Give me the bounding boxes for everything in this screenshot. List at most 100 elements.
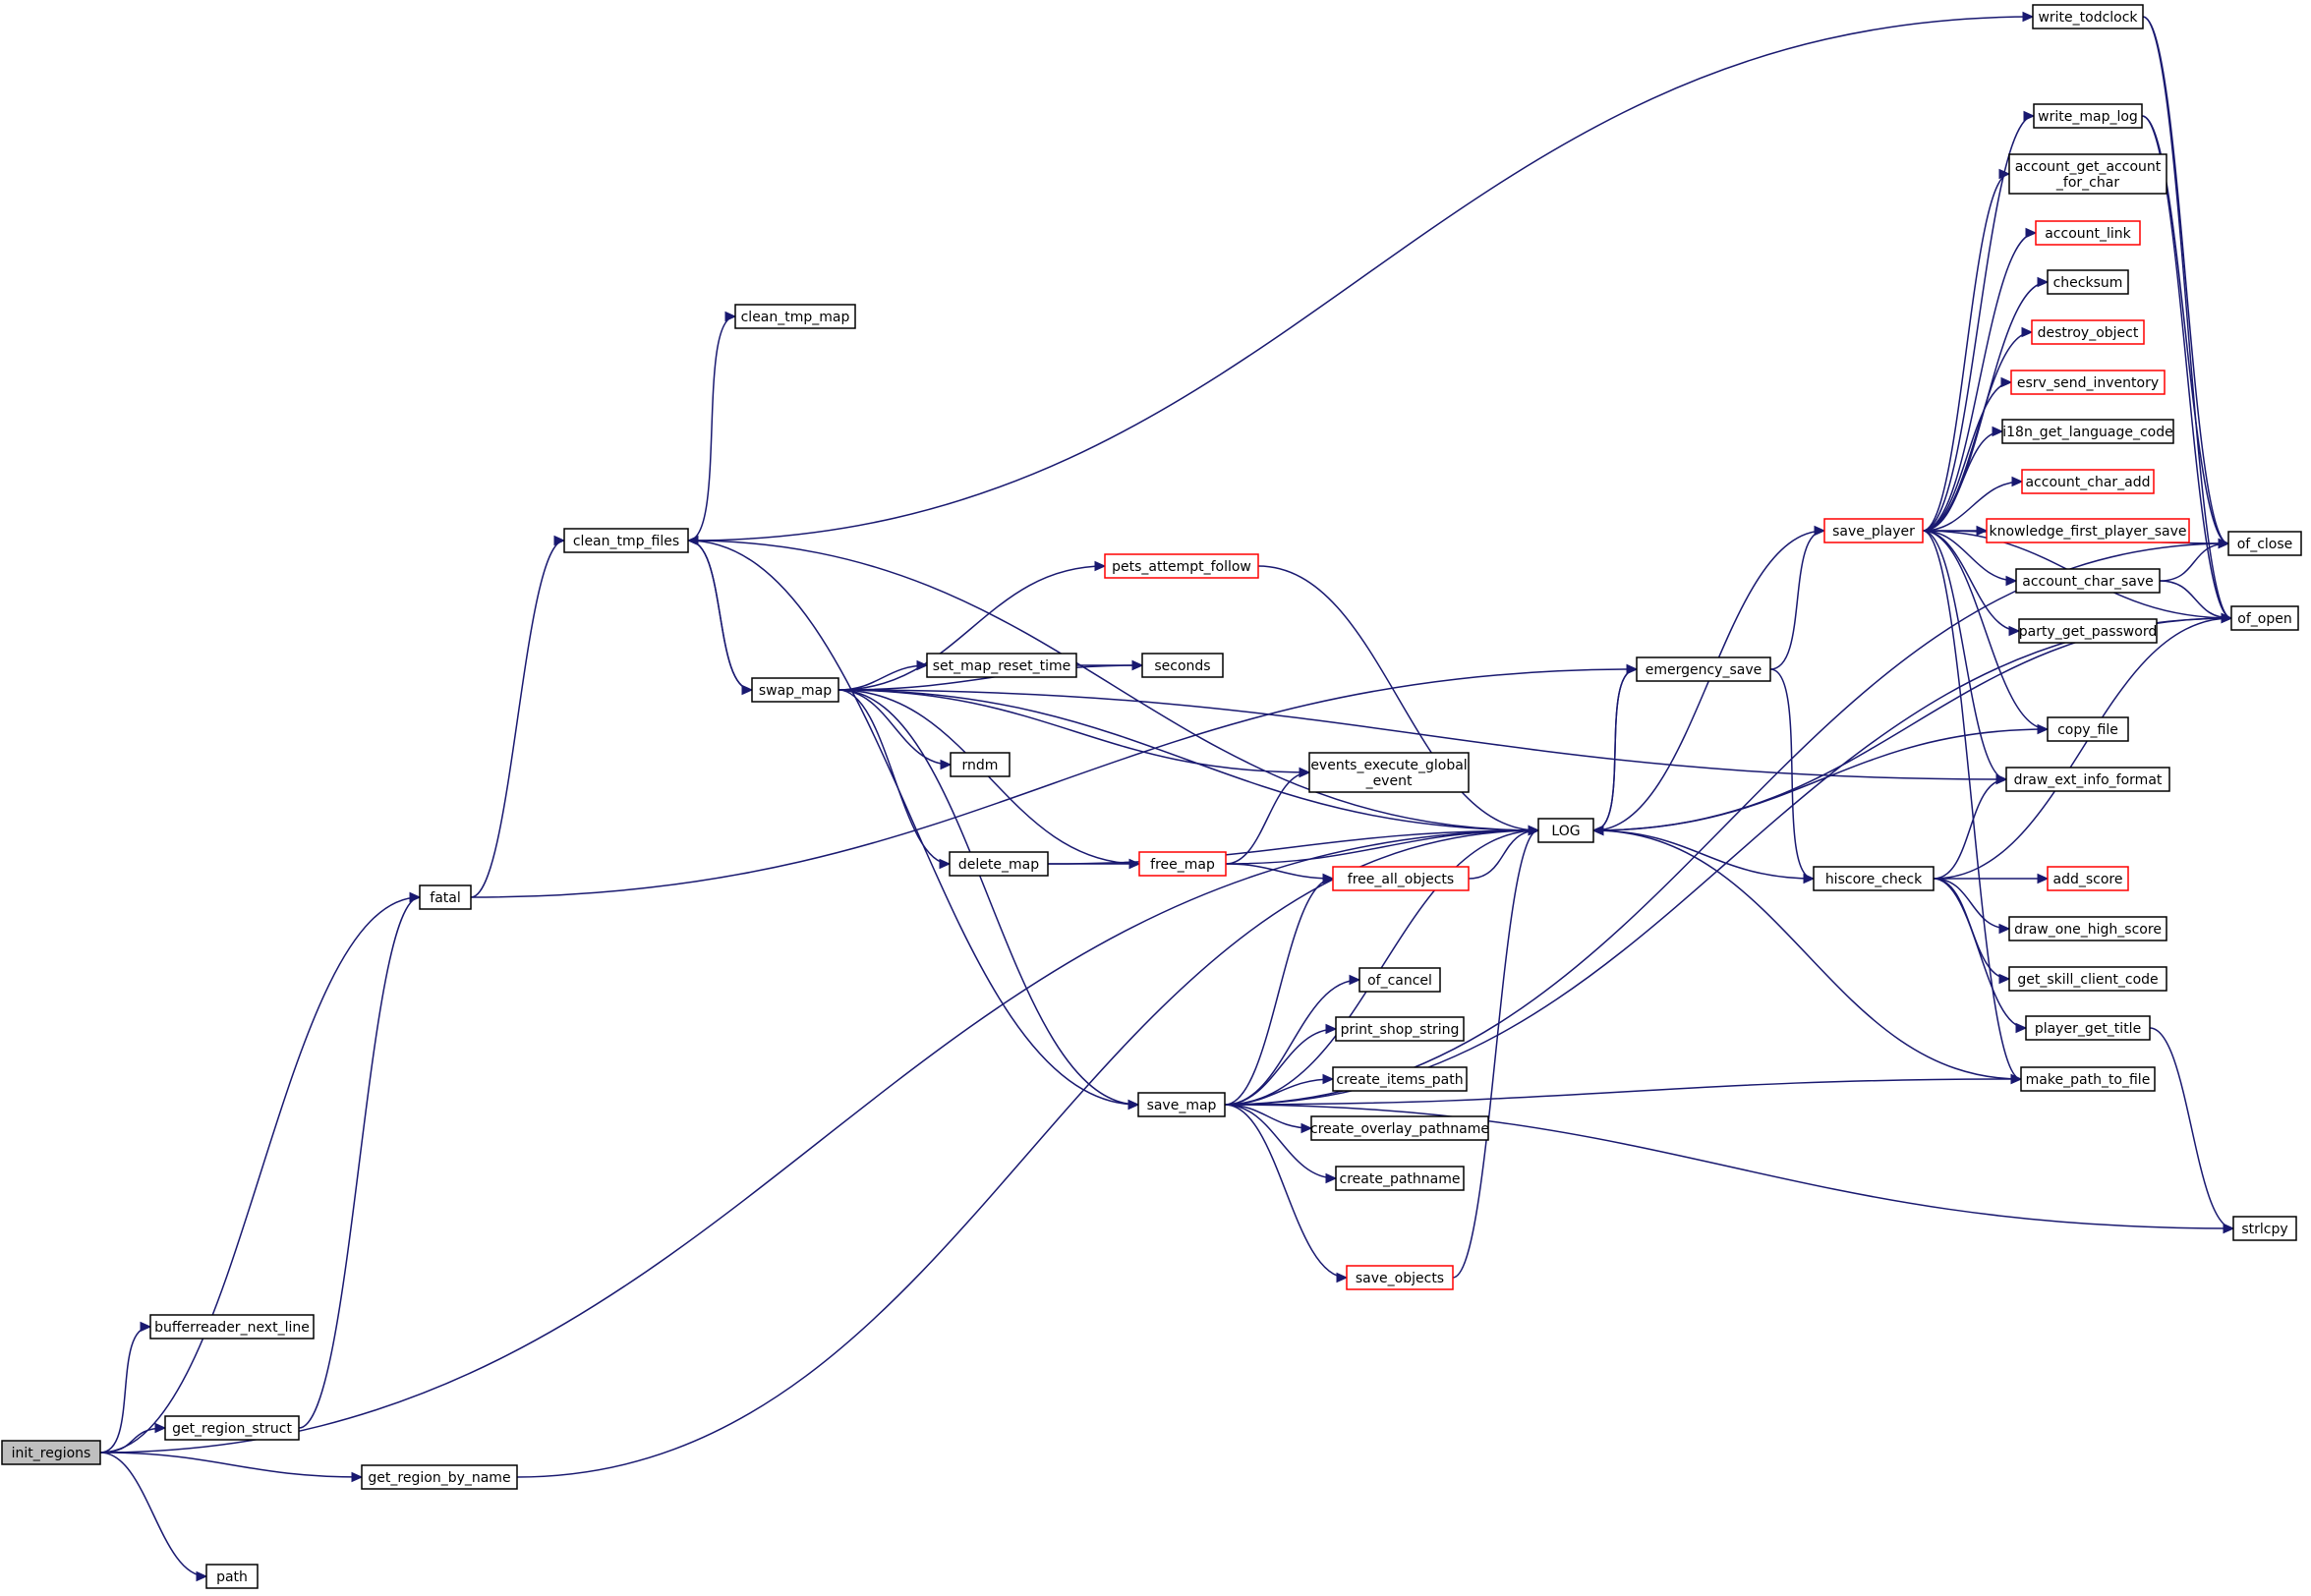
node-bufferreader-next-line[interactable]: bufferreader_next_line — [149, 1314, 315, 1340]
node-path[interactable]: path — [205, 1564, 259, 1589]
node-hiscore-check[interactable]: hiscore_check — [1813, 866, 1935, 891]
arrowhead-icon — [1127, 1099, 1140, 1111]
node-label: write_todclock — [2038, 10, 2138, 26]
node-account-get-account-for-char[interactable]: account_get_account_for_char — [2008, 153, 2167, 195]
node-of-cancel[interactable]: of_cancel — [1358, 967, 1441, 993]
edge-make-path-to-file-to-LOG — [1592, 829, 2022, 1080]
node-LOG[interactable]: LOG — [1537, 818, 1594, 843]
node-box — [1138, 851, 1227, 877]
arrowhead-icon — [1300, 1122, 1313, 1134]
node-fatal[interactable]: fatal — [419, 884, 472, 910]
node-knowledge-first-player-save[interactable]: knowledge_first_player_save — [1986, 518, 2190, 543]
edge-swap-map-to-clean-tmp-files — [687, 540, 753, 691]
node-label: LOG — [1551, 824, 1580, 839]
arrowhead-icon — [1998, 923, 2011, 935]
node-box — [1358, 967, 1441, 993]
node-account-char-save[interactable]: account_char_save — [2015, 568, 2161, 594]
edge-of-open-to-LOG — [1592, 617, 2232, 831]
node-set-map-reset-time[interactable]: set_map_reset_time — [926, 653, 1077, 678]
node-pets-attempt-follow[interactable]: pets_attempt_follow — [1104, 553, 1259, 579]
node-draw-ext-info-format[interactable]: draw_ext_info_format — [2005, 767, 2170, 792]
node-create-pathname[interactable]: create_pathname — [1335, 1166, 1465, 1191]
edge-save-map-to-print-shop-string — [1224, 1028, 1337, 1106]
node-print-shop-string[interactable]: print_shop_string — [1335, 1016, 1465, 1042]
node-clean-tmp-files[interactable]: clean_tmp_files — [563, 528, 689, 553]
edge-player-get-title-to-strlcpy — [2149, 1027, 2234, 1229]
node-i18n-get-language-code[interactable]: i18n_get_language_code — [2001, 419, 2174, 444]
edge-delete-map-to-LOG — [1047, 829, 1539, 865]
node-write-todclock[interactable]: write_todclock — [2032, 4, 2144, 29]
node-init-regions[interactable]: init_regions — [1, 1440, 101, 1465]
arrowhead-icon — [1998, 168, 2011, 180]
node-save-player[interactable]: save_player — [1823, 518, 1924, 543]
arrowhead-icon — [1528, 825, 1540, 836]
edge-init-regions-to-LOG — [99, 829, 1539, 1454]
node-rndm[interactable]: rndm — [950, 752, 1011, 777]
edge-swap-map-to-pets-attempt-follow — [838, 565, 1106, 691]
node-box — [926, 653, 1077, 678]
node-clean-tmp-map[interactable]: clean_tmp_map — [734, 304, 856, 329]
node-add-score[interactable]: add_score — [2047, 866, 2129, 891]
arrowhead-icon — [1322, 873, 1335, 884]
node-seconds[interactable]: seconds — [1141, 653, 1224, 678]
node-save-map[interactable]: save_map — [1137, 1092, 1226, 1117]
node-label: make_path_to_file — [2026, 1072, 2151, 1088]
arrowhead-icon — [1131, 659, 1144, 671]
node-free-map[interactable]: free_map — [1138, 851, 1227, 877]
node-swap-map[interactable]: swap_map — [751, 677, 839, 703]
node-box — [1137, 1092, 1226, 1117]
node-create-items-path[interactable]: create_items_path — [1332, 1066, 1468, 1092]
node-box — [2015, 568, 2161, 594]
edge-init-regions-to-fatal — [99, 896, 421, 1454]
edge-save-objects-to-LOG — [1452, 829, 1539, 1279]
node-save-objects[interactable]: save_objects — [1346, 1265, 1454, 1290]
node-of-open[interactable]: of_open — [2230, 605, 2299, 631]
node-events-execute-global-event[interactable]: events_execute_global_event — [1308, 752, 1470, 793]
node-get-skill-client-code[interactable]: get_skill_client_code — [2008, 966, 2167, 992]
node-destroy-object[interactable]: destroy_object — [2031, 319, 2145, 345]
arrowhead-icon — [2218, 538, 2230, 549]
node-box — [1335, 1166, 1465, 1191]
node-box — [2008, 916, 2167, 941]
nodes-layer: init_regions bufferreader_next_line get_re… — [1, 4, 2302, 1589]
edge-save-player-to-account-char-save — [1922, 530, 2017, 582]
node-party-get-password[interactable]: party_get_password — [2018, 618, 2158, 644]
edge-hiscore-check-to-draw-ext-info-format — [1933, 778, 2007, 880]
edge-save-player-to-account-get-account-for-char — [1922, 173, 2010, 532]
node-label: draw_ext_info_format — [2014, 772, 2163, 788]
node-label: player_get_title — [2035, 1021, 2141, 1037]
node-player-get-title[interactable]: player_get_title — [2025, 1015, 2151, 1041]
edge-swap-map-to-save-map — [838, 689, 1139, 1106]
node-copy-file[interactable]: copy_file — [2047, 716, 2129, 742]
arrowhead-icon — [1591, 825, 1604, 836]
edge-swap-map-to-LOG — [838, 689, 1539, 831]
node-label: strlcpy — [2241, 1222, 2287, 1237]
node-account-char-add[interactable]: account_char_add — [2021, 469, 2155, 494]
arrowhead-icon — [724, 311, 737, 322]
edge-get-region-struct-to-fatal — [298, 896, 421, 1429]
node-box — [361, 1464, 518, 1490]
node-label: events_execute_global_event — [1310, 758, 1467, 789]
node-write-map-log[interactable]: write_map_log — [2033, 103, 2143, 129]
arrowhead-icon — [2223, 1223, 2235, 1234]
edge-free-map-to-events-execute-global-event — [1225, 771, 1310, 865]
node-label: bufferreader_next_line — [154, 1320, 310, 1336]
node-label: checksum — [2053, 275, 2123, 291]
node-strlcpy[interactable]: strlcpy — [2232, 1216, 2297, 1241]
node-create-overlay-pathname[interactable]: create_overlay_pathname — [1310, 1115, 1489, 1141]
edge-hiscore-check-to-draw-one-high-score — [1933, 878, 2010, 930]
node-emergency-save[interactable]: emergency_save — [1636, 656, 1771, 682]
edge-save-player-to-draw-ext-info-format — [1922, 530, 2007, 780]
node-label: draw_one_high_score — [2014, 922, 2162, 938]
node-checksum[interactable]: checksum — [2047, 269, 2129, 295]
node-get-region-by-name[interactable]: get_region_by_name — [361, 1464, 518, 1490]
node-make-path-to-file[interactable]: make_path_to_file — [2020, 1066, 2156, 1092]
node-draw-one-high-score[interactable]: draw_one_high_score — [2008, 916, 2167, 941]
edge-init-regions-to-bufferreader-next-line — [99, 1326, 151, 1454]
node-get-region-struct[interactable]: get_region_struct — [164, 1415, 300, 1441]
node-account-link[interactable]: account_link — [2035, 220, 2141, 246]
node-of-close[interactable]: of_close — [2227, 531, 2302, 556]
node-esrv-send-inventory[interactable]: esrv_send_inventory — [2010, 370, 2166, 395]
node-delete-map[interactable]: delete_map — [949, 851, 1049, 877]
node-free-all-objects[interactable]: free_all_objects — [1332, 866, 1470, 891]
